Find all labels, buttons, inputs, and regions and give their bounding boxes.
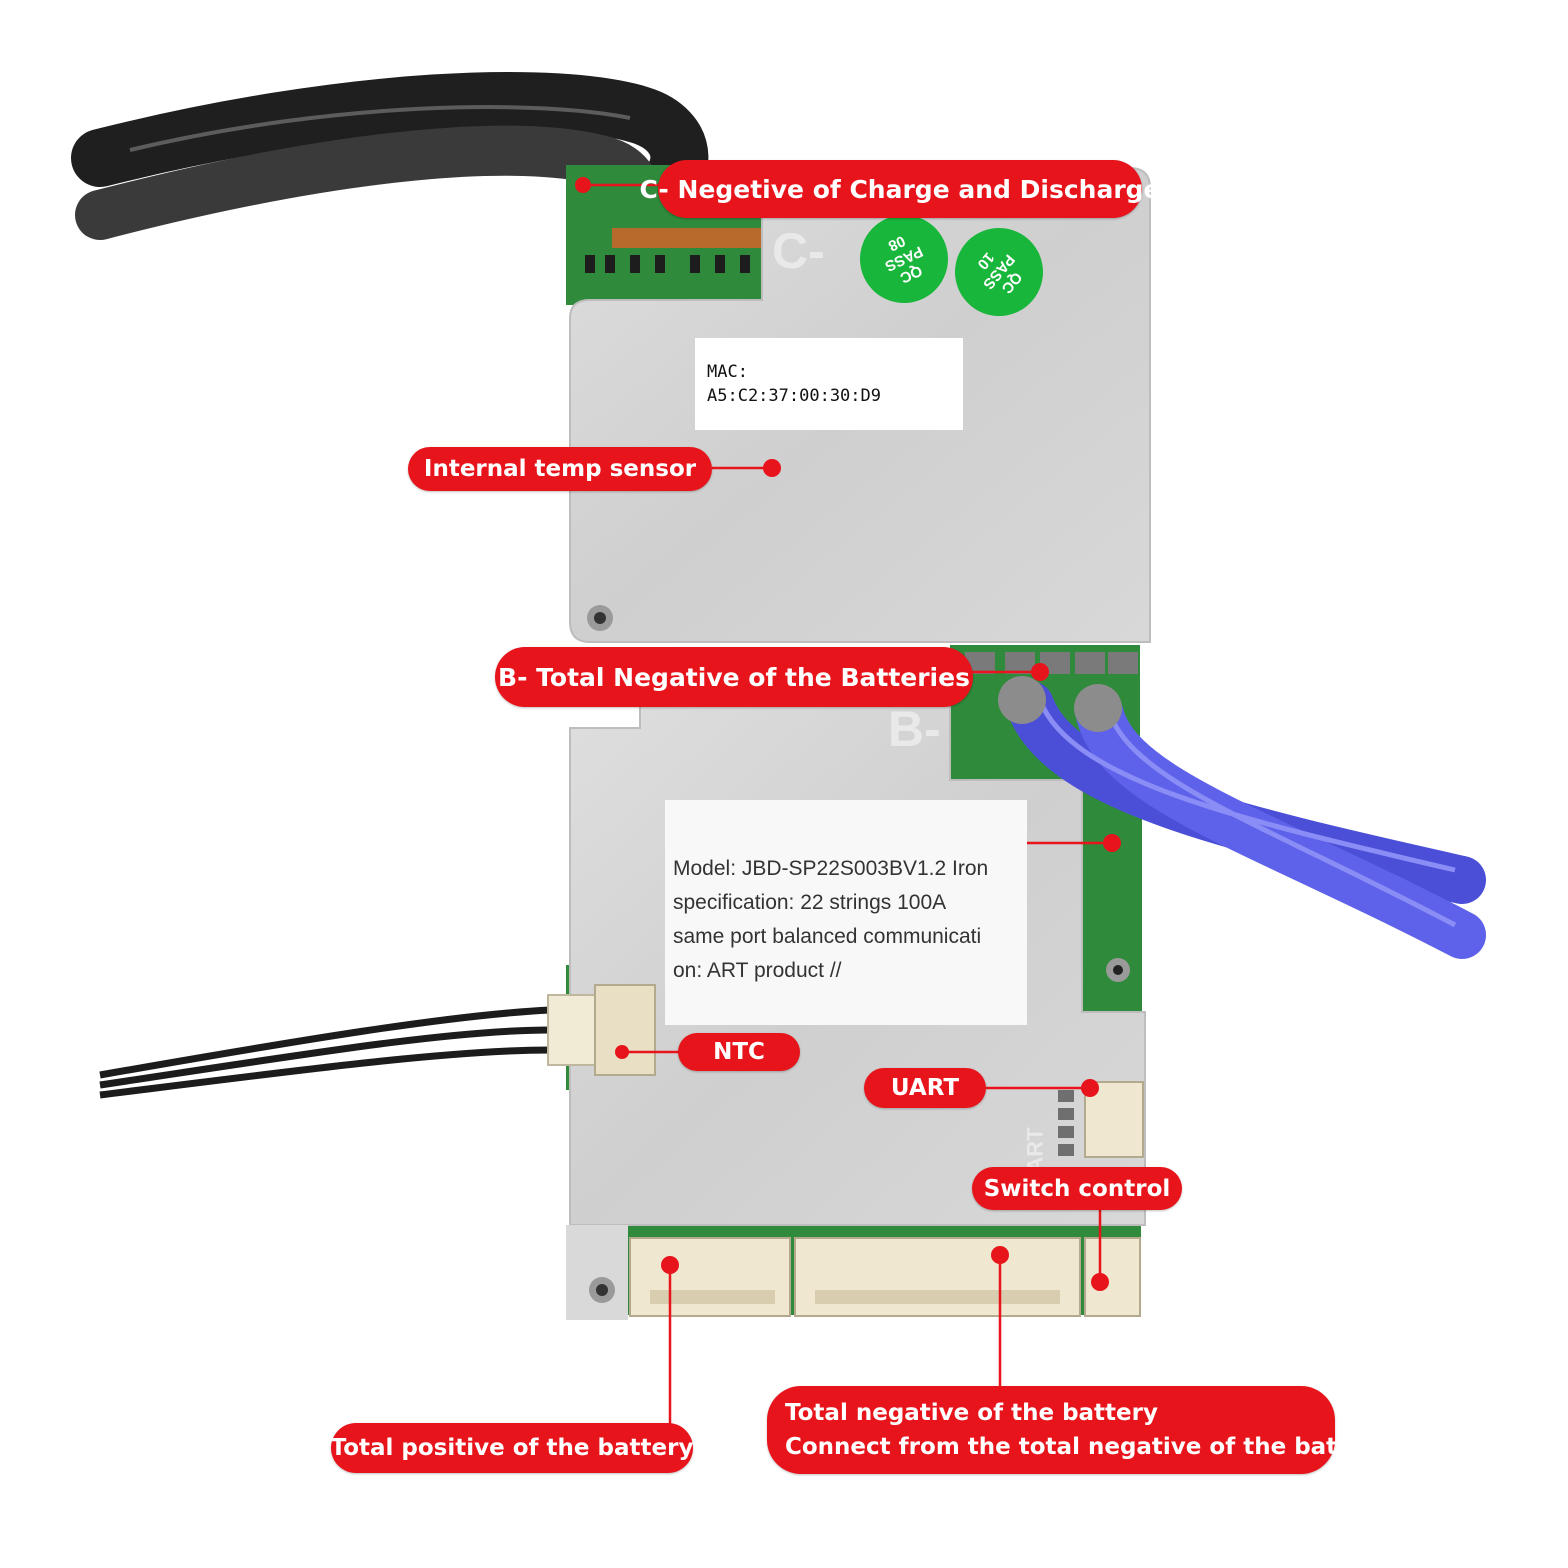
callout-total-negative: Total negative of the battery Connect fr… [767,1386,1390,1474]
b-minus-silkscreen: B- [888,701,941,757]
callout-total-negative-line1: Total negative of the battery [785,1400,1158,1426]
callout-switch-control: Switch control [972,1167,1182,1210]
callout-b-minus: B- Total Negative of the Batteries [495,647,973,707]
spec-line: on: ART product // [673,959,842,982]
callout-ntc: NTC [678,1033,800,1071]
callout-c-minus: C- Negetive of Charge and Discharge [640,160,1161,218]
callout-total-negative-line2: Connect from the total negative of the b… [785,1434,1391,1460]
spec-line: same port balanced communicati [673,925,982,948]
ntc-wires [99,1006,551,1099]
spec-line: Model: JBD-SP22S003BV1.2 Iron [673,857,989,880]
balance-connectors [629,1237,1141,1317]
callout-dots [575,177,1121,1291]
b-minus-cables [1006,681,1486,959]
callout-total-positive: Total positive of the battery [331,1423,693,1473]
leader-lines [583,183,1112,1428]
model-spec-label: Model: JBD-SP22S003BV1.2 Iron specificat… [665,800,1027,1025]
mac-address-value: A5:C2:37:00:30:D9 [707,386,881,406]
callout-uart: UART [864,1068,986,1108]
callout-internal-temp-sensor: Internal temp sensor [408,447,712,491]
c-minus-silkscreen: C- [772,223,825,279]
mac-label-title: MAC: [707,362,748,382]
spec-line: specification: 22 strings 100A [673,891,947,914]
mac-address-label: MAC: A5:C2:37:00:30:D9 [695,338,963,430]
